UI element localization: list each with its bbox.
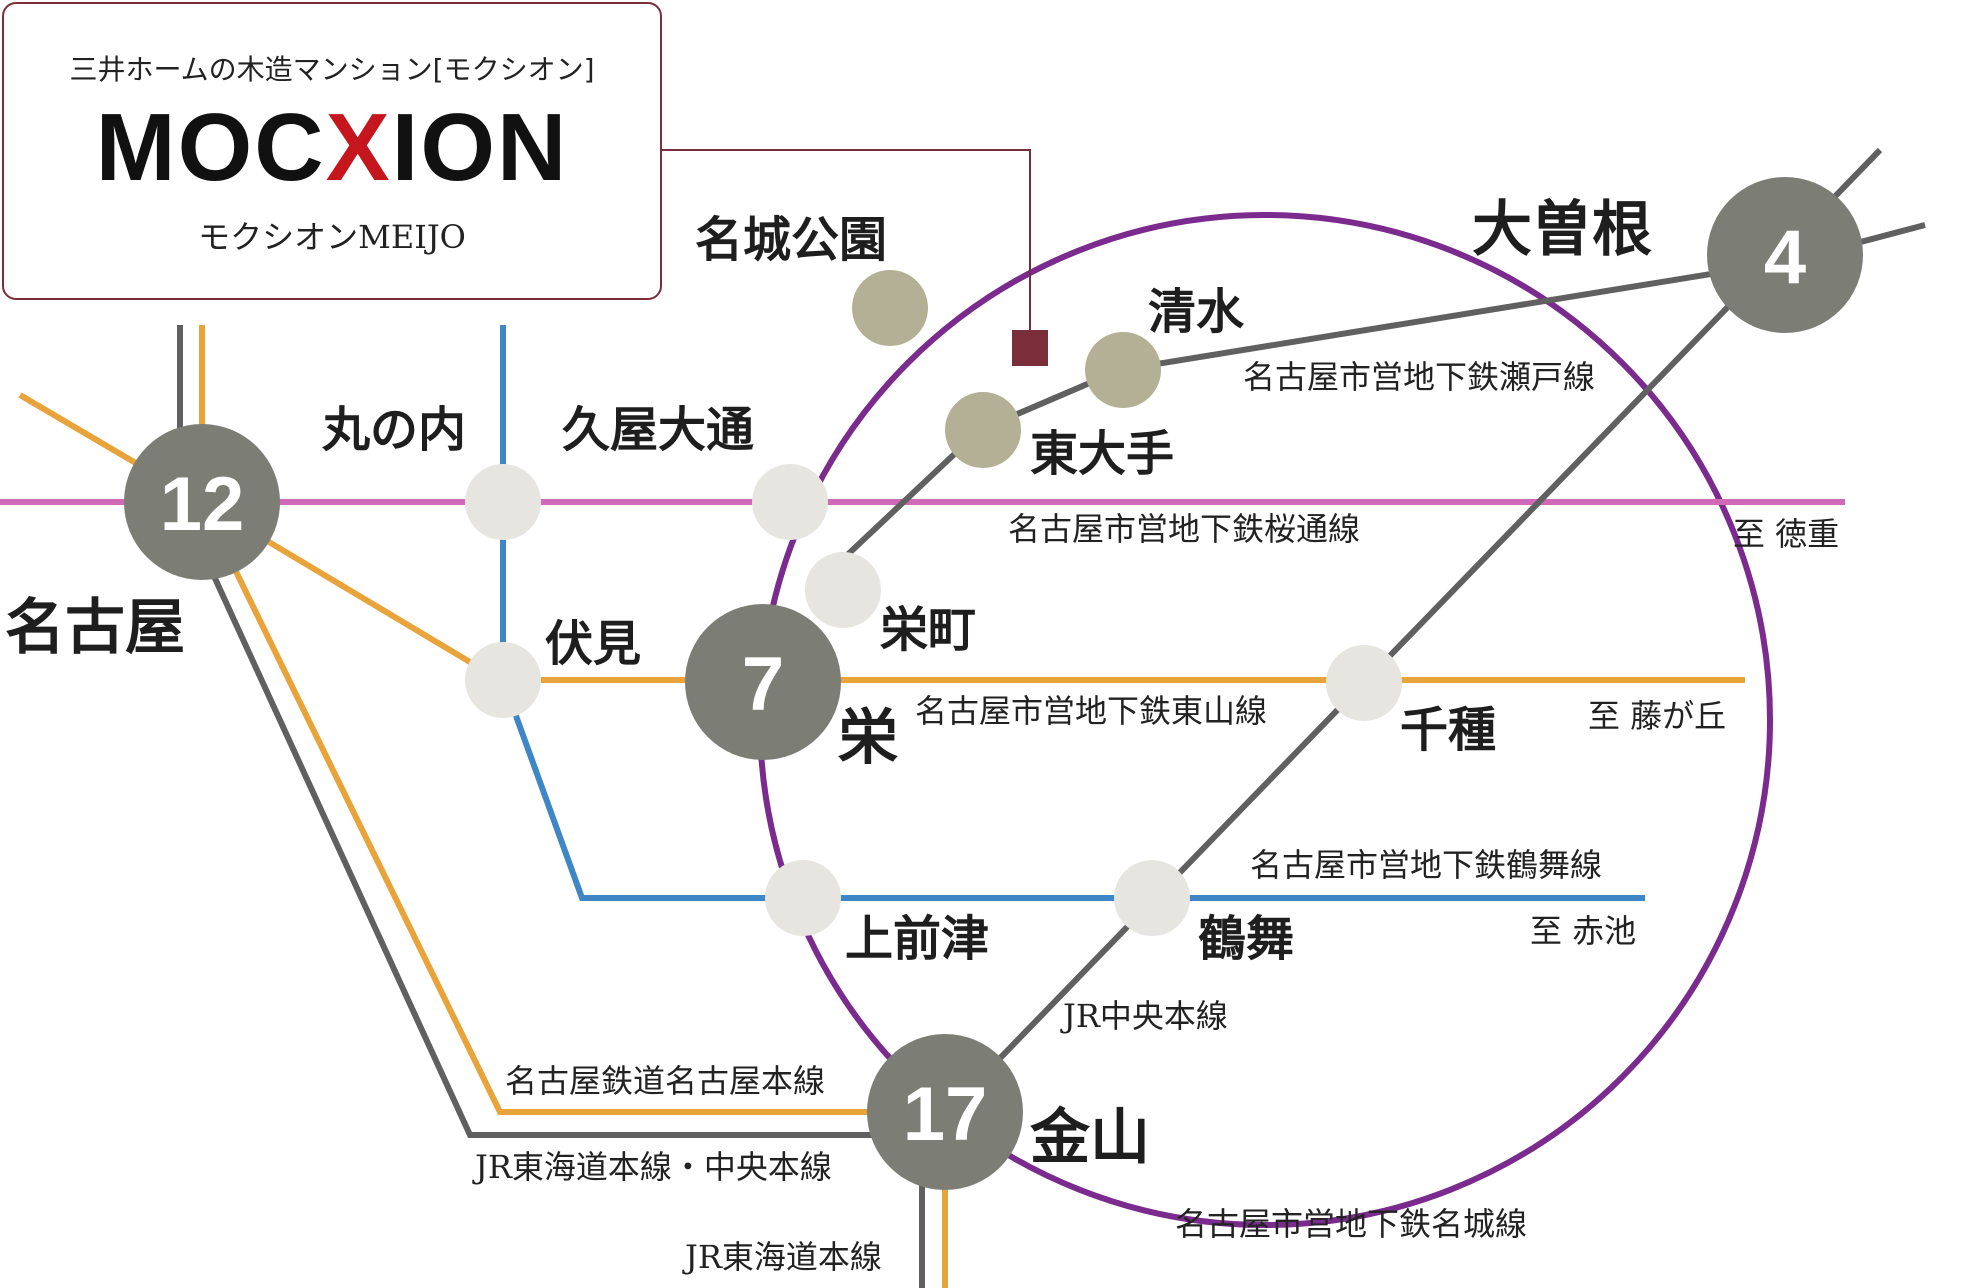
station-meijo-koen-dot	[852, 270, 928, 346]
hisaya-odori-label: 久屋大通	[562, 402, 754, 458]
meitetsu-line	[199, 325, 945, 1115]
tsurumai-label: 鶴舞	[1198, 911, 1294, 967]
brand-logo: MOCXION	[4, 100, 660, 196]
jr-tokaido-line-label: JR東海道本線	[682, 1238, 882, 1276]
property-connector-line	[662, 149, 1031, 330]
sakae-label: 栄	[838, 703, 898, 773]
station-sakaemachi-dot	[805, 552, 881, 628]
station-ozone-badge	[1707, 177, 1863, 333]
shimizu-label: 清水	[1148, 284, 1245, 340]
sakae-minutes: 7	[742, 642, 784, 727]
seto-line	[807, 259, 1786, 593]
station-marunouchi-dot	[465, 464, 541, 540]
nagoya-minutes: 12	[160, 462, 245, 547]
sakaemachi-label: 栄町	[880, 602, 976, 658]
jr-chuo-line-label: JR中央本線	[1060, 997, 1228, 1035]
ozone-label: 大曽根	[1472, 195, 1652, 265]
destination-akaike: 至 赤池	[1530, 912, 1636, 950]
jr-tokaido-chuo-line-label: JR東海道本線・中央本線	[472, 1148, 832, 1186]
property-logo-box: 三井ホームの木造マンション[モクシオン] MOCXION モクシオンMEIJO	[2, 2, 662, 300]
station-higashi-ote-dot	[945, 392, 1021, 468]
property-marker	[1012, 330, 1048, 366]
tsurumai-line-label: 名古屋市営地下鉄鶴舞線	[1250, 846, 1602, 884]
destination-tokushige: 至 徳重	[1733, 515, 1839, 553]
nagoya-label: 名古屋	[5, 593, 185, 663]
brand-logo-suffix: ION	[391, 94, 569, 201]
ozone-minutes: 4	[1764, 215, 1806, 300]
kamimaezu-label: 上前津	[845, 911, 989, 967]
brand-logo-prefix: MOC	[95, 94, 326, 201]
kanayama-minutes: 17	[903, 1072, 988, 1157]
station-hisaya-odori-dot	[752, 464, 828, 540]
meitetsu-line-label: 名古屋鉄道名古屋本線	[505, 1062, 825, 1100]
station-sakae-badge	[685, 604, 841, 760]
higashiyama-line-label: 名古屋市営地下鉄東山線	[915, 692, 1267, 730]
station-kanayama-badge	[867, 1034, 1023, 1190]
higashi-ote-label: 東大手	[1030, 426, 1174, 482]
station-chikusa-dot	[1326, 645, 1402, 721]
jr-tokaido-chuo-line	[177, 325, 948, 1288]
seto-line-label: 名古屋市営地下鉄瀬戸線	[1243, 358, 1595, 396]
station-nagoya-badge	[124, 424, 280, 580]
station-kamimaezu-dot	[765, 860, 841, 936]
jr-chuo-line	[942, 147, 1883, 1118]
fushimi-label: 伏見	[545, 616, 641, 672]
meijo-line-label: 名古屋市営地下鉄名城線	[1175, 1205, 1527, 1243]
sakuradori-line-label: 名古屋市営地下鉄桜通線	[1008, 510, 1360, 548]
marunouchi-label: 丸の内	[321, 402, 466, 458]
chikusa-label: 千種	[1400, 702, 1496, 758]
station-tsurumai-dot	[1114, 860, 1190, 936]
station-shimizu-dot	[1085, 332, 1161, 408]
kanayama-label: 金山	[1030, 1103, 1150, 1173]
property-name: モクシオンMEIJO	[198, 218, 466, 256]
destination-fujigaoka: 至 藤が丘	[1588, 697, 1726, 735]
logo-tagline: 三井ホームの木造マンション[モクシオン]	[69, 53, 595, 86]
meijo-koen-label: 名城公園	[695, 212, 887, 268]
brand-logo-x: X	[325, 94, 392, 201]
station-fushimi-dot	[465, 642, 541, 718]
